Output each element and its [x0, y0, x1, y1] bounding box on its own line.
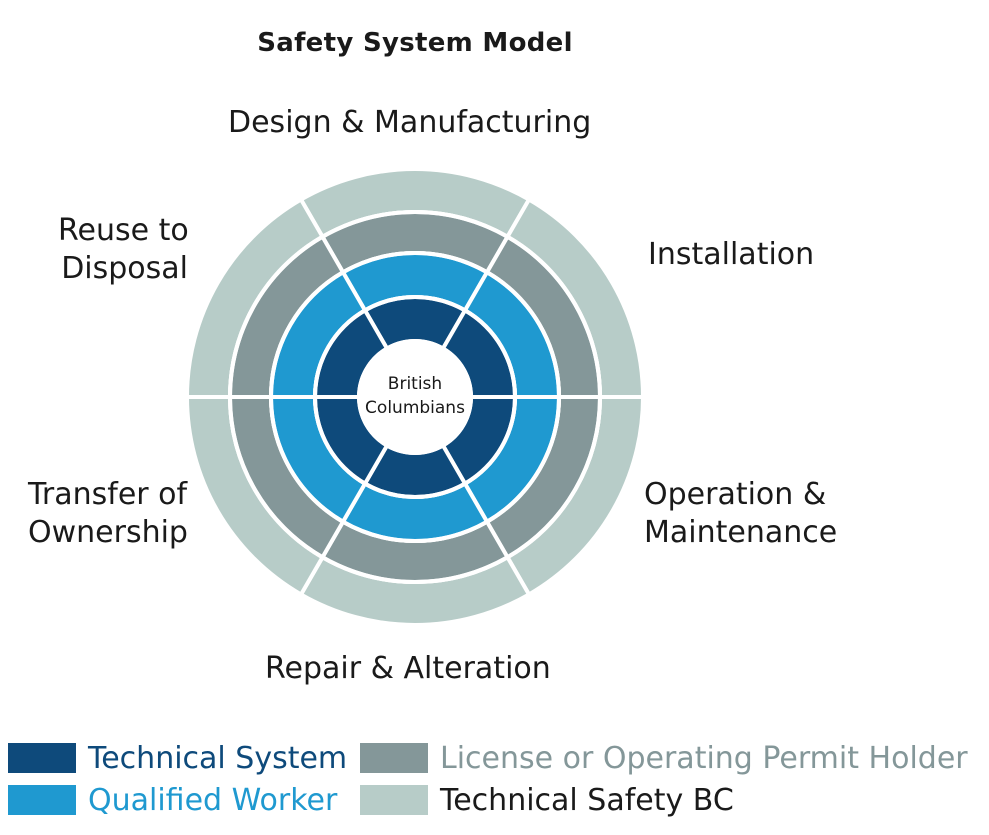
label-operation-line1: Operation & — [644, 477, 827, 512]
label-transfer-line2: Ownership — [28, 515, 188, 550]
center-label-line1: British — [387, 374, 443, 394]
diagram-title: Safety System Model — [257, 28, 573, 58]
legend-swatch-qualified-worker — [8, 785, 76, 815]
label-reuse-line1: Reuse to — [58, 213, 189, 248]
legend-swatch-technical-system — [8, 743, 76, 773]
ring-boundary — [228, 210, 602, 584]
label-operation-maintenance: Operation & Maintenance — [644, 476, 837, 552]
ring-boundary — [313, 295, 517, 499]
legend-label-permit-holder: License or Operating Permit Holder — [440, 740, 968, 776]
label-transfer-line1: Transfer of — [28, 477, 188, 512]
center-label-line2: Columbians — [365, 398, 465, 418]
center-hub — [361, 343, 469, 451]
label-design-manufacturing: Design & Manufacturing — [228, 105, 592, 140]
ring-boundary — [269, 251, 561, 543]
label-installation: Installation — [648, 237, 815, 272]
label-transfer-ownership: Transfer of Ownership — [28, 476, 188, 552]
legend-item-technical-safety-bc: Technical Safety BC — [360, 782, 734, 818]
label-reuse-disposal: Reuse to Disposal — [58, 212, 189, 288]
label-operation-line2: Maintenance — [644, 515, 838, 550]
legend-item-qualified-worker: Qualified Worker — [8, 782, 337, 818]
legend-item-permit-holder: License or Operating Permit Holder — [360, 740, 968, 776]
legend-label-technical-system: Technical System — [88, 740, 348, 776]
center-label: British Columbians — [345, 372, 485, 420]
legend-swatch-technical-safety-bc — [360, 785, 428, 815]
legend-label-technical-safety-bc: Technical Safety BC — [440, 782, 734, 818]
legend-item-technical-system: Technical System — [8, 740, 347, 776]
legend-swatch-permit-holder — [360, 743, 428, 773]
label-repair-alteration: Repair & Alteration — [265, 651, 551, 686]
legend-label-qualified-worker: Qualified Worker — [88, 782, 338, 818]
ring-boundary — [357, 339, 473, 455]
label-reuse-line2: Disposal — [61, 251, 188, 286]
